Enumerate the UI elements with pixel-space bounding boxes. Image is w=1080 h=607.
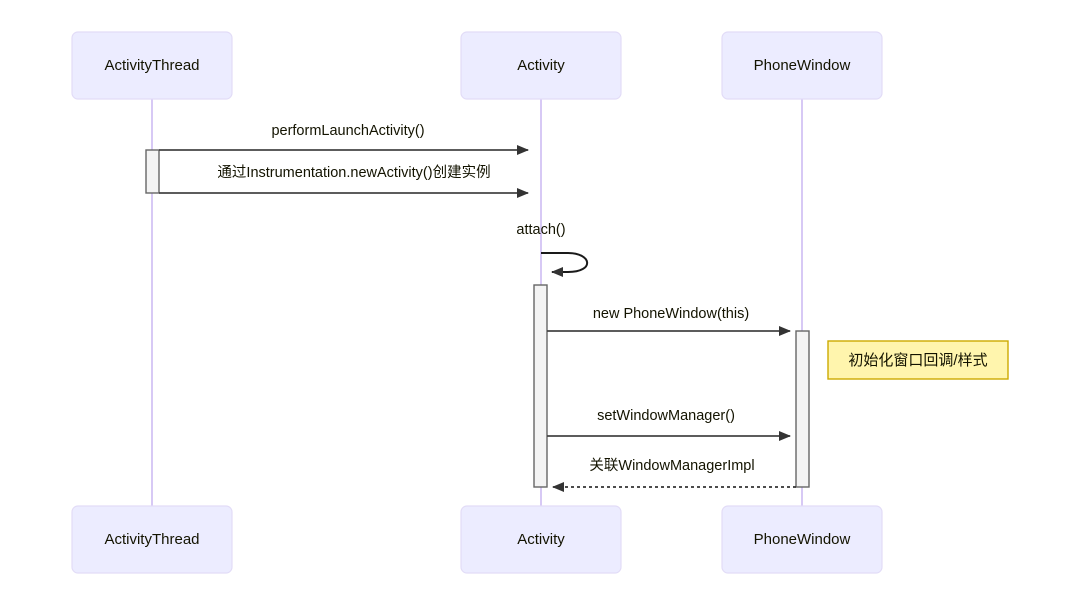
- message-return-windowmanagerimpl[interactable]: 关联WindowManagerImpl: [552, 457, 796, 492]
- note-label: 初始化窗口回调/样式: [848, 351, 987, 369]
- message-new-phonewindow[interactable]: new PhoneWindow(this): [547, 306, 791, 336]
- participant-header-activity[interactable]: Activity: [460, 31, 622, 100]
- activation-bar-phonewindow: [795, 330, 810, 488]
- message-label-6: 关联WindowManagerImpl: [589, 457, 754, 474]
- lifelines-group: [151, 99, 803, 506]
- participant-label-footer-activitythread: ActivityThread: [104, 531, 199, 548]
- message-label-5: setWindowManager(): [597, 408, 735, 424]
- activation-bars-group: [145, 149, 810, 488]
- note-init-window-callback[interactable]: 初始化窗口回调/样式: [827, 340, 1009, 380]
- participant-box-activitythread[interactable]: [71, 31, 233, 100]
- note-box[interactable]: [827, 340, 1009, 380]
- message-label-4: new PhoneWindow(this): [593, 306, 749, 322]
- message-set-window-manager[interactable]: setWindowManager(): [547, 408, 791, 441]
- participant-box-footer-activitythread[interactable]: [71, 505, 233, 574]
- participant-label-phonewindow: PhoneWindow: [754, 57, 851, 74]
- activation-bar-activity: [533, 284, 548, 488]
- message-label-1: performLaunchActivity(): [271, 123, 424, 139]
- participant-box-footer-activity[interactable]: [460, 505, 622, 574]
- activation-bar-activitythread: [145, 149, 160, 194]
- message-label-2: 通过Instrumentation.newActivity()创建实例: [217, 164, 490, 181]
- participant-box-activity[interactable]: [460, 31, 622, 100]
- message-perform-launch-activity[interactable]: performLaunchActivity(): [159, 123, 529, 155]
- participant-footer-activity[interactable]: Activity: [460, 505, 622, 574]
- message-new-activity-instance[interactable]: 通过Instrumentation.newActivity()创建实例: [159, 164, 529, 198]
- message-arrow-3-selfloop: [541, 252, 589, 277]
- participant-footer-phonewindow[interactable]: PhoneWindow: [721, 505, 883, 574]
- participant-label-activitythread: ActivityThread: [104, 57, 199, 74]
- participant-box-footer-phonewindow[interactable]: [721, 505, 883, 574]
- participant-footer-activitythread[interactable]: ActivityThread: [71, 505, 233, 574]
- message-attach-self-call[interactable]: attach(): [516, 222, 589, 277]
- participant-header-phonewindow[interactable]: PhoneWindow: [721, 31, 883, 100]
- message-label-3: attach(): [516, 222, 565, 238]
- participant-box-phonewindow[interactable]: [721, 31, 883, 100]
- participant-label-footer-phonewindow: PhoneWindow: [754, 531, 851, 548]
- participant-label-activity: Activity: [517, 57, 565, 74]
- participant-label-footer-activity: Activity: [517, 531, 565, 548]
- participant-header-activitythread[interactable]: ActivityThread: [71, 31, 233, 100]
